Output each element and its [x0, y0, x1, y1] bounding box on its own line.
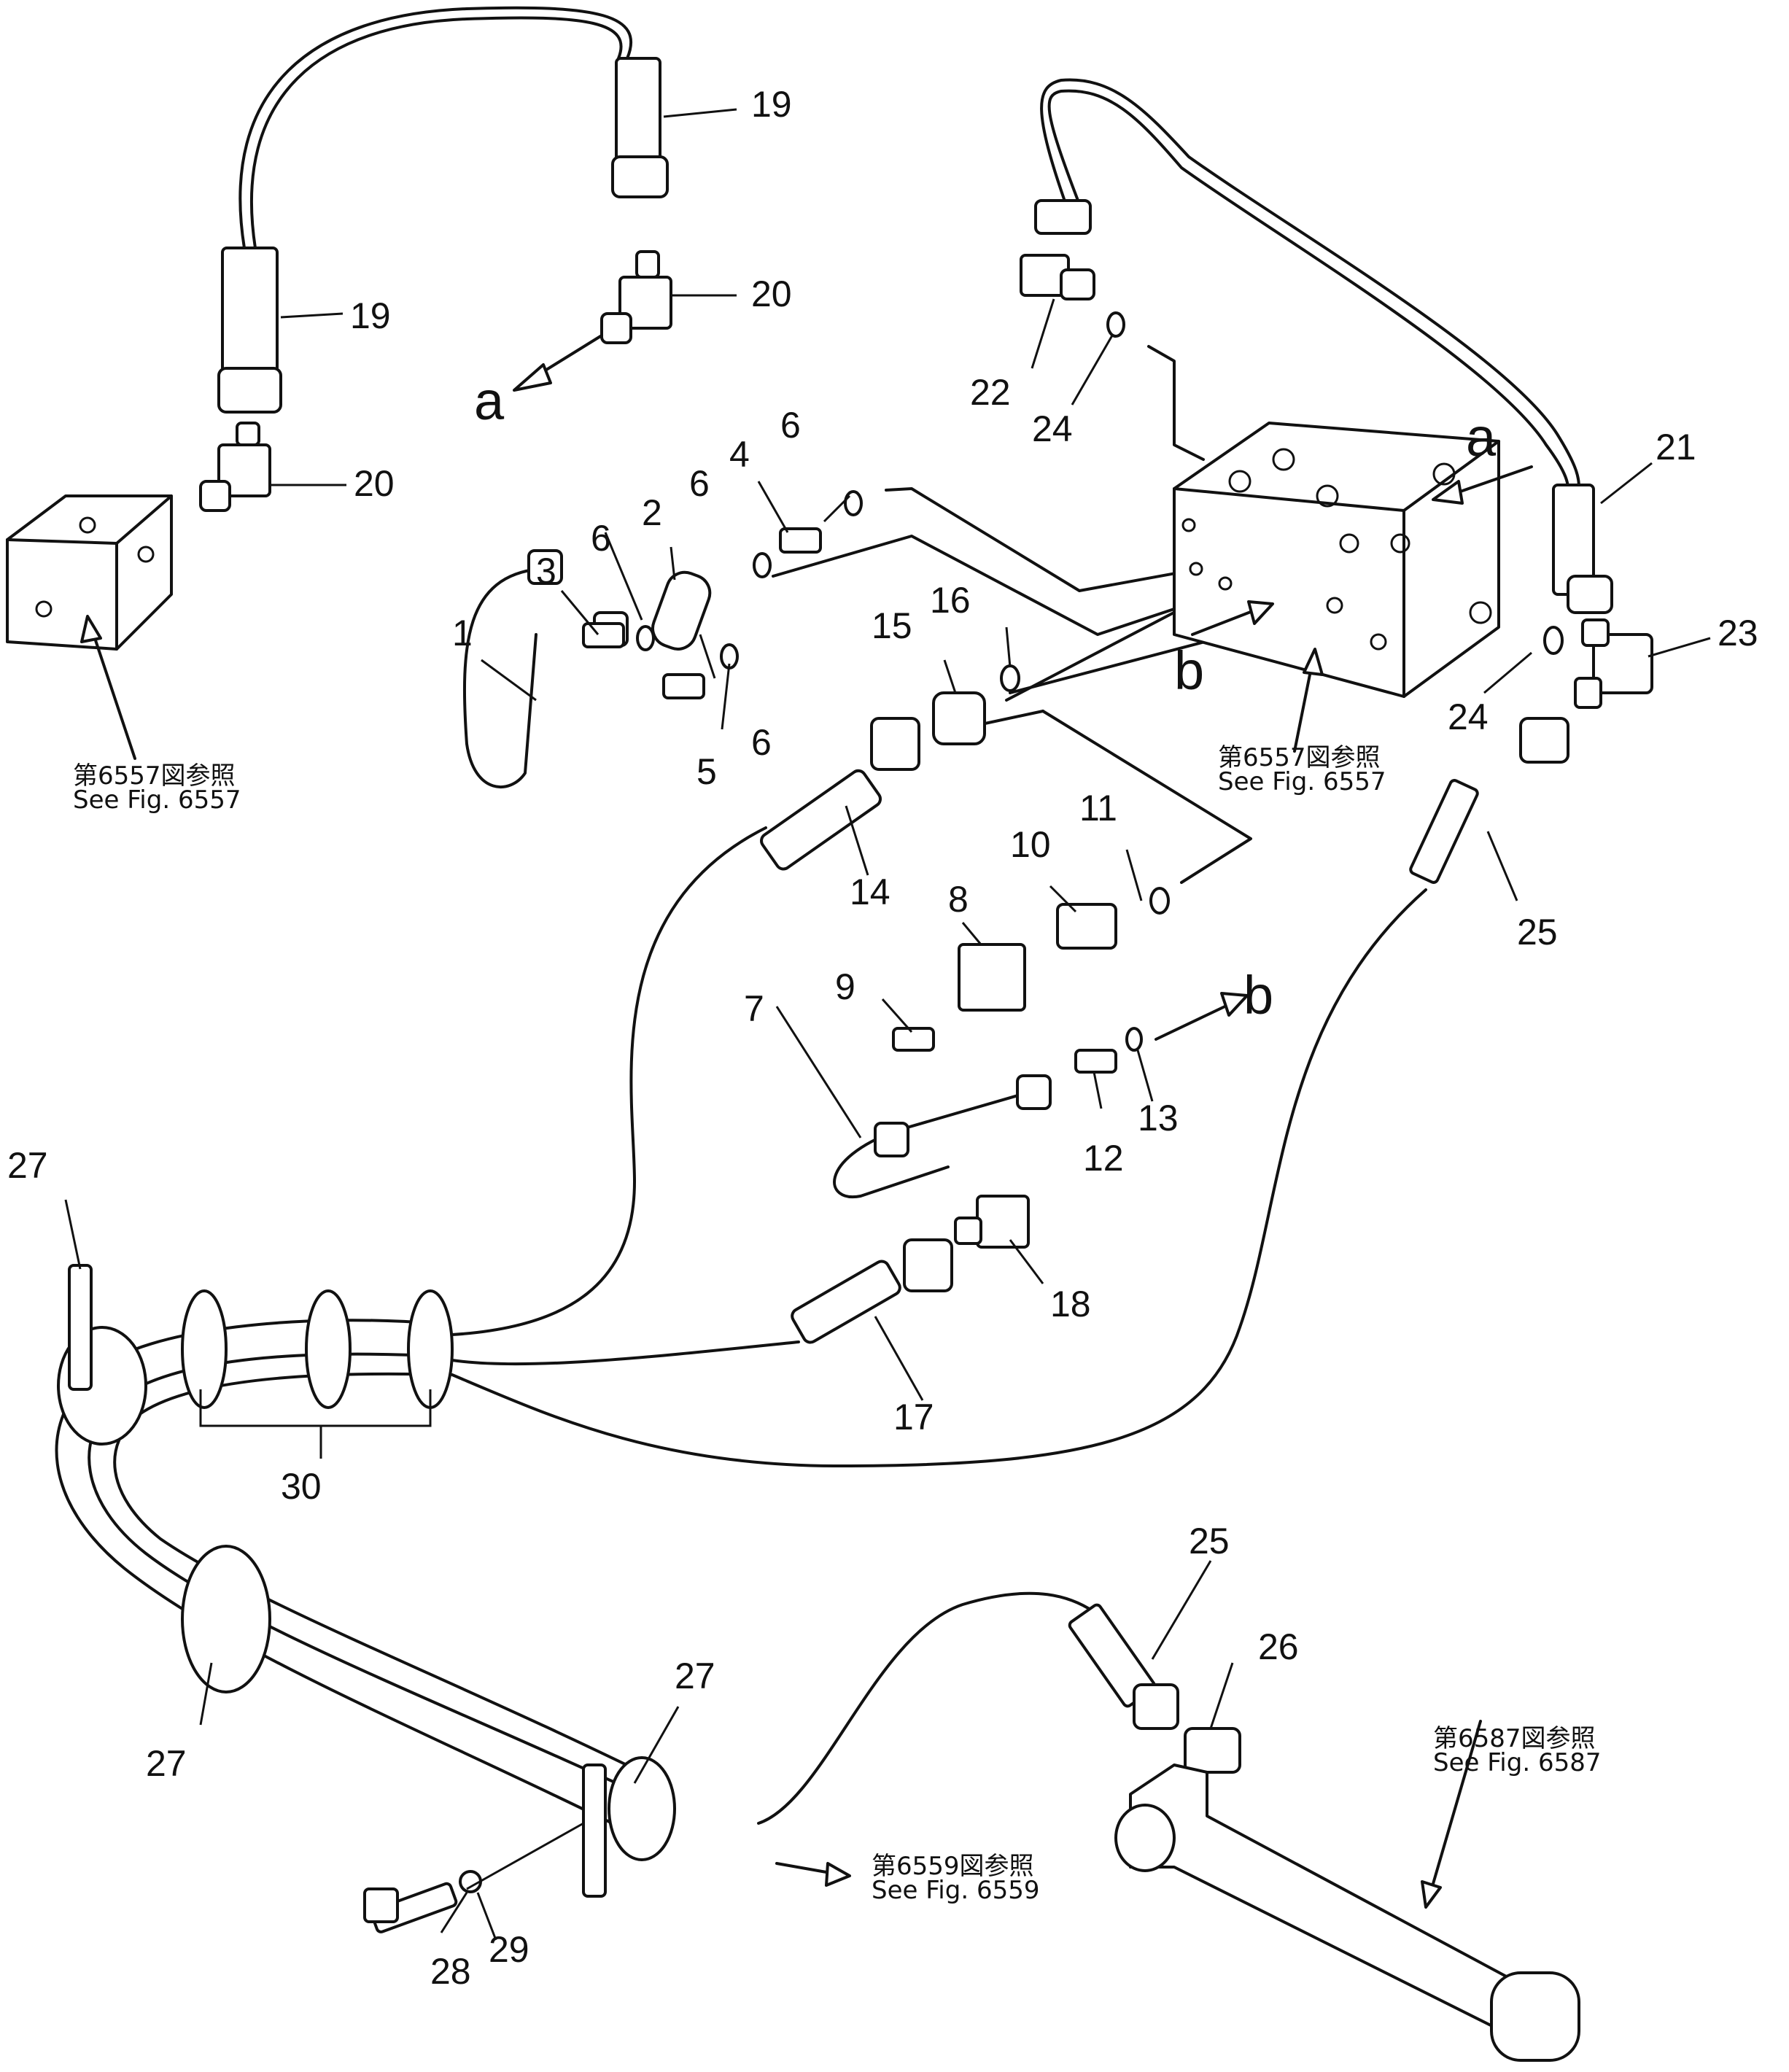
marker-b-arrow: b: [1243, 965, 1273, 1025]
callout-27-lower: 27: [146, 1743, 187, 1784]
callout-16: 16: [930, 580, 971, 621]
connection-markers: a a b b: [474, 370, 1497, 1025]
callout-6-b: 6: [689, 463, 710, 504]
callout-12: 12: [1083, 1138, 1124, 1179]
ref-6557-right-en: See Fig. 6557: [1218, 767, 1386, 796]
callout-25-lower: 25: [1189, 1521, 1230, 1561]
fittings: [57, 57, 1653, 2062]
ref-6557-left-en: See Fig. 6557: [73, 785, 241, 815]
callout-2: 2: [642, 492, 662, 533]
ref-6559-en: See Fig. 6559: [872, 1876, 1039, 1905]
marker-a-right: a: [1466, 407, 1497, 467]
callout-6-a: 6: [591, 518, 611, 559]
callout-27-top: 27: [7, 1145, 48, 1186]
arrows: [80, 334, 1533, 1909]
callout-14: 14: [850, 872, 890, 912]
callout-5: 5: [696, 751, 717, 792]
ref-6587-jp: 第6587図参照: [1433, 1724, 1596, 1753]
callout-8: 8: [948, 879, 969, 920]
callout-25-right: 25: [1517, 912, 1558, 952]
callout-6-d: 6: [751, 722, 772, 763]
callout-6-c: 6: [780, 405, 801, 446]
ref-6557-left-jp: 第6557図参照: [73, 761, 236, 791]
callout-13: 13: [1138, 1098, 1179, 1138]
callout-30: 30: [281, 1466, 322, 1507]
callout-18: 18: [1050, 1284, 1091, 1324]
hose-19-top: [615, 57, 661, 162]
callout-28: 28: [430, 1951, 471, 1992]
callout-15: 15: [872, 605, 912, 646]
callout-19-left: 19: [350, 295, 391, 336]
callout-24-top: 24: [1032, 408, 1073, 449]
callout-numbers: 1 2 3 4 5 6 6 6 6 7 8 9 10 11 12 13 14 1…: [7, 84, 1758, 1992]
marker-b-block: b: [1174, 640, 1204, 701]
callout-20-left: 20: [354, 463, 395, 504]
ref-6557-right-jp: 第6557図参照: [1218, 743, 1381, 772]
callout-1: 1: [452, 613, 473, 653]
callout-10: 10: [1010, 824, 1051, 865]
callout-17: 17: [893, 1397, 934, 1437]
ref-6587-en: See Fig. 6587: [1433, 1748, 1601, 1777]
callout-29: 29: [489, 1929, 529, 1970]
callout-leaders: [64, 108, 1711, 1941]
callout-19-top: 19: [751, 84, 792, 125]
hose-19-left: [221, 247, 279, 373]
callout-22: 22: [970, 372, 1011, 413]
hose-lines: [55, 6, 1580, 1839]
callout-9: 9: [835, 966, 855, 1007]
callout-4: 4: [729, 434, 750, 475]
left-valve-block: [6, 494, 173, 651]
callout-21: 21: [1656, 427, 1696, 467]
callout-20-top: 20: [751, 273, 792, 314]
right-valve-block: [1173, 422, 1500, 698]
ref-6559-jp: 第6559図参照: [872, 1852, 1034, 1881]
callout-26: 26: [1258, 1626, 1299, 1667]
callout-11: 11: [1079, 788, 1117, 829]
callout-3: 3: [536, 551, 556, 591]
figure-references: 第6557図参照 See Fig. 6557 第6557図参照 See Fig.…: [73, 743, 1601, 1905]
callout-24-right: 24: [1448, 697, 1489, 737]
callout-27-right: 27: [675, 1656, 715, 1696]
callout-7: 7: [744, 988, 764, 1029]
callout-23: 23: [1718, 613, 1758, 653]
marker-a-left: a: [474, 370, 505, 431]
